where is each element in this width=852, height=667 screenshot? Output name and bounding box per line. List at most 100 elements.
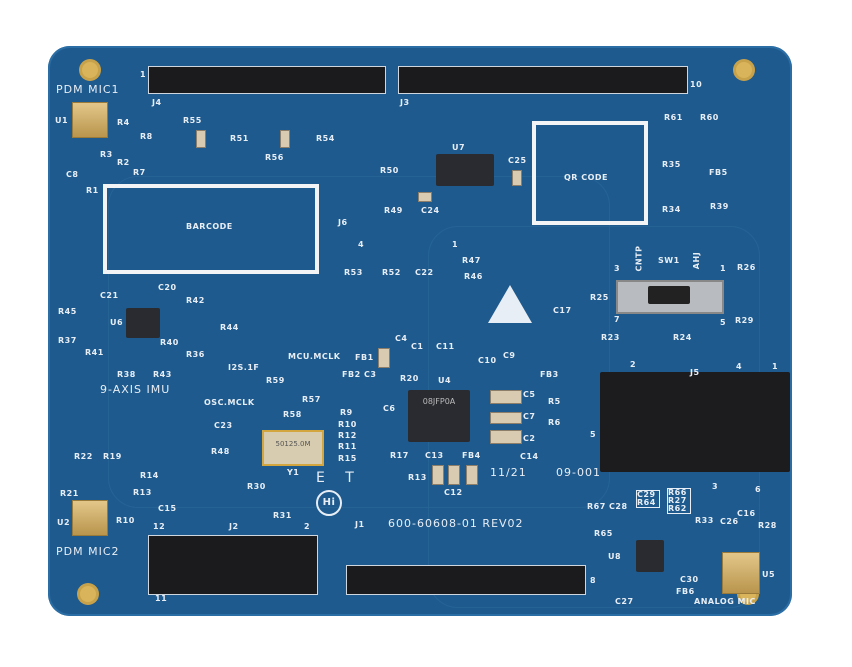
- label: R42: [186, 296, 205, 305]
- slide-switch-sw1[interactable]: [616, 280, 724, 314]
- analog-mic: [722, 552, 760, 594]
- switch-knob[interactable]: [648, 286, 690, 304]
- label: R31: [273, 511, 292, 520]
- qr-code-label: QR CODE: [564, 173, 609, 182]
- label: C7: [523, 412, 536, 421]
- label: R39: [710, 202, 729, 211]
- capacitor: [378, 348, 390, 368]
- esd-warning-icon: [488, 285, 532, 323]
- pin-number: 3: [712, 482, 719, 491]
- label: C28: [609, 502, 628, 511]
- pin-number: 5: [590, 430, 597, 439]
- crystal-marking: 50125.0M: [275, 440, 311, 448]
- label: C22: [415, 268, 434, 277]
- label: R55: [183, 116, 202, 125]
- pin-number: 6: [755, 485, 762, 494]
- label: C6: [383, 404, 396, 413]
- label: R22: [74, 452, 93, 461]
- chip-u7: [436, 154, 494, 186]
- label: R35: [662, 160, 681, 169]
- label: R60: [700, 113, 719, 122]
- label: FB6: [676, 587, 695, 596]
- label: C24: [421, 206, 440, 215]
- date-code: 11/21: [490, 466, 527, 479]
- label: R4: [117, 118, 130, 127]
- qr-code-area: [532, 121, 648, 225]
- label: R38: [117, 370, 136, 379]
- label: R2: [117, 158, 130, 167]
- chip-u4: 08JFP0A: [408, 390, 470, 442]
- pdm-mic1: [72, 102, 108, 138]
- label: R53: [344, 268, 363, 277]
- label: R34: [662, 205, 681, 214]
- pin-number: 1: [772, 362, 779, 371]
- label: C25: [508, 156, 527, 165]
- label: C9: [503, 351, 516, 360]
- label: C12: [444, 488, 463, 497]
- label: U1: [55, 116, 69, 125]
- label: U4: [438, 376, 452, 385]
- label: R13: [133, 488, 152, 497]
- label: R51: [230, 134, 249, 143]
- resistor: [196, 130, 206, 148]
- label: R23: [601, 333, 620, 342]
- label: Y1: [287, 468, 300, 477]
- label: R66 R27 R62: [667, 488, 691, 514]
- pin-number: 8: [590, 576, 597, 585]
- label: R57: [302, 395, 321, 404]
- pin-number: 2: [304, 522, 311, 531]
- label: R10: [116, 516, 135, 525]
- chip-u6: [126, 308, 160, 338]
- label: U7: [452, 143, 466, 152]
- mounting-hole: [80, 586, 96, 602]
- label: C20: [158, 283, 177, 292]
- label: R17: [390, 451, 409, 460]
- label: R29: [735, 316, 754, 325]
- label: C21: [100, 291, 119, 300]
- pin-number: 12: [153, 522, 166, 531]
- label: R7: [133, 168, 146, 177]
- label: R10: [338, 420, 357, 429]
- part-number: 600-60608-01 REV02: [388, 517, 524, 530]
- pin-number: 10: [690, 80, 703, 89]
- label: C2: [523, 434, 536, 443]
- label: U5: [762, 570, 776, 579]
- label: C30: [680, 575, 699, 584]
- label: J6: [338, 218, 348, 227]
- pin-number: 2: [630, 360, 637, 369]
- label: R67: [587, 502, 606, 511]
- pdm-mic2: [72, 500, 108, 536]
- label: C27: [615, 597, 634, 606]
- resistor: [280, 130, 290, 148]
- pin-number: 7: [614, 315, 621, 324]
- label: R9: [340, 408, 353, 417]
- label: ANALOG MIC: [694, 597, 756, 606]
- label: J2: [229, 522, 239, 531]
- label: R8: [140, 132, 153, 141]
- label: J5: [690, 368, 700, 377]
- label: R36: [186, 350, 205, 359]
- label: C16: [737, 509, 756, 518]
- capacitor: [490, 430, 522, 444]
- mounting-hole: [82, 62, 98, 78]
- pin-number: 1: [720, 264, 727, 273]
- audio-jack-j5: [600, 372, 790, 472]
- label: R20: [400, 374, 419, 383]
- label: R6: [548, 418, 561, 427]
- label: R45: [58, 307, 77, 316]
- label: R15: [338, 454, 357, 463]
- capacitor: [490, 412, 522, 424]
- label: R11: [338, 442, 357, 451]
- capacitor: [512, 170, 522, 186]
- capacitor: [466, 465, 478, 485]
- label: R41: [85, 348, 104, 357]
- pin-number: 4: [736, 362, 743, 371]
- label: R26: [737, 263, 756, 272]
- label: R50: [380, 166, 399, 175]
- pin-number: 11: [155, 594, 168, 603]
- label: R1: [86, 186, 99, 195]
- crystal-y1: 50125.0M: [262, 430, 324, 466]
- label: R59: [266, 376, 285, 385]
- label: C29 R64: [636, 490, 660, 508]
- label: R21: [60, 489, 79, 498]
